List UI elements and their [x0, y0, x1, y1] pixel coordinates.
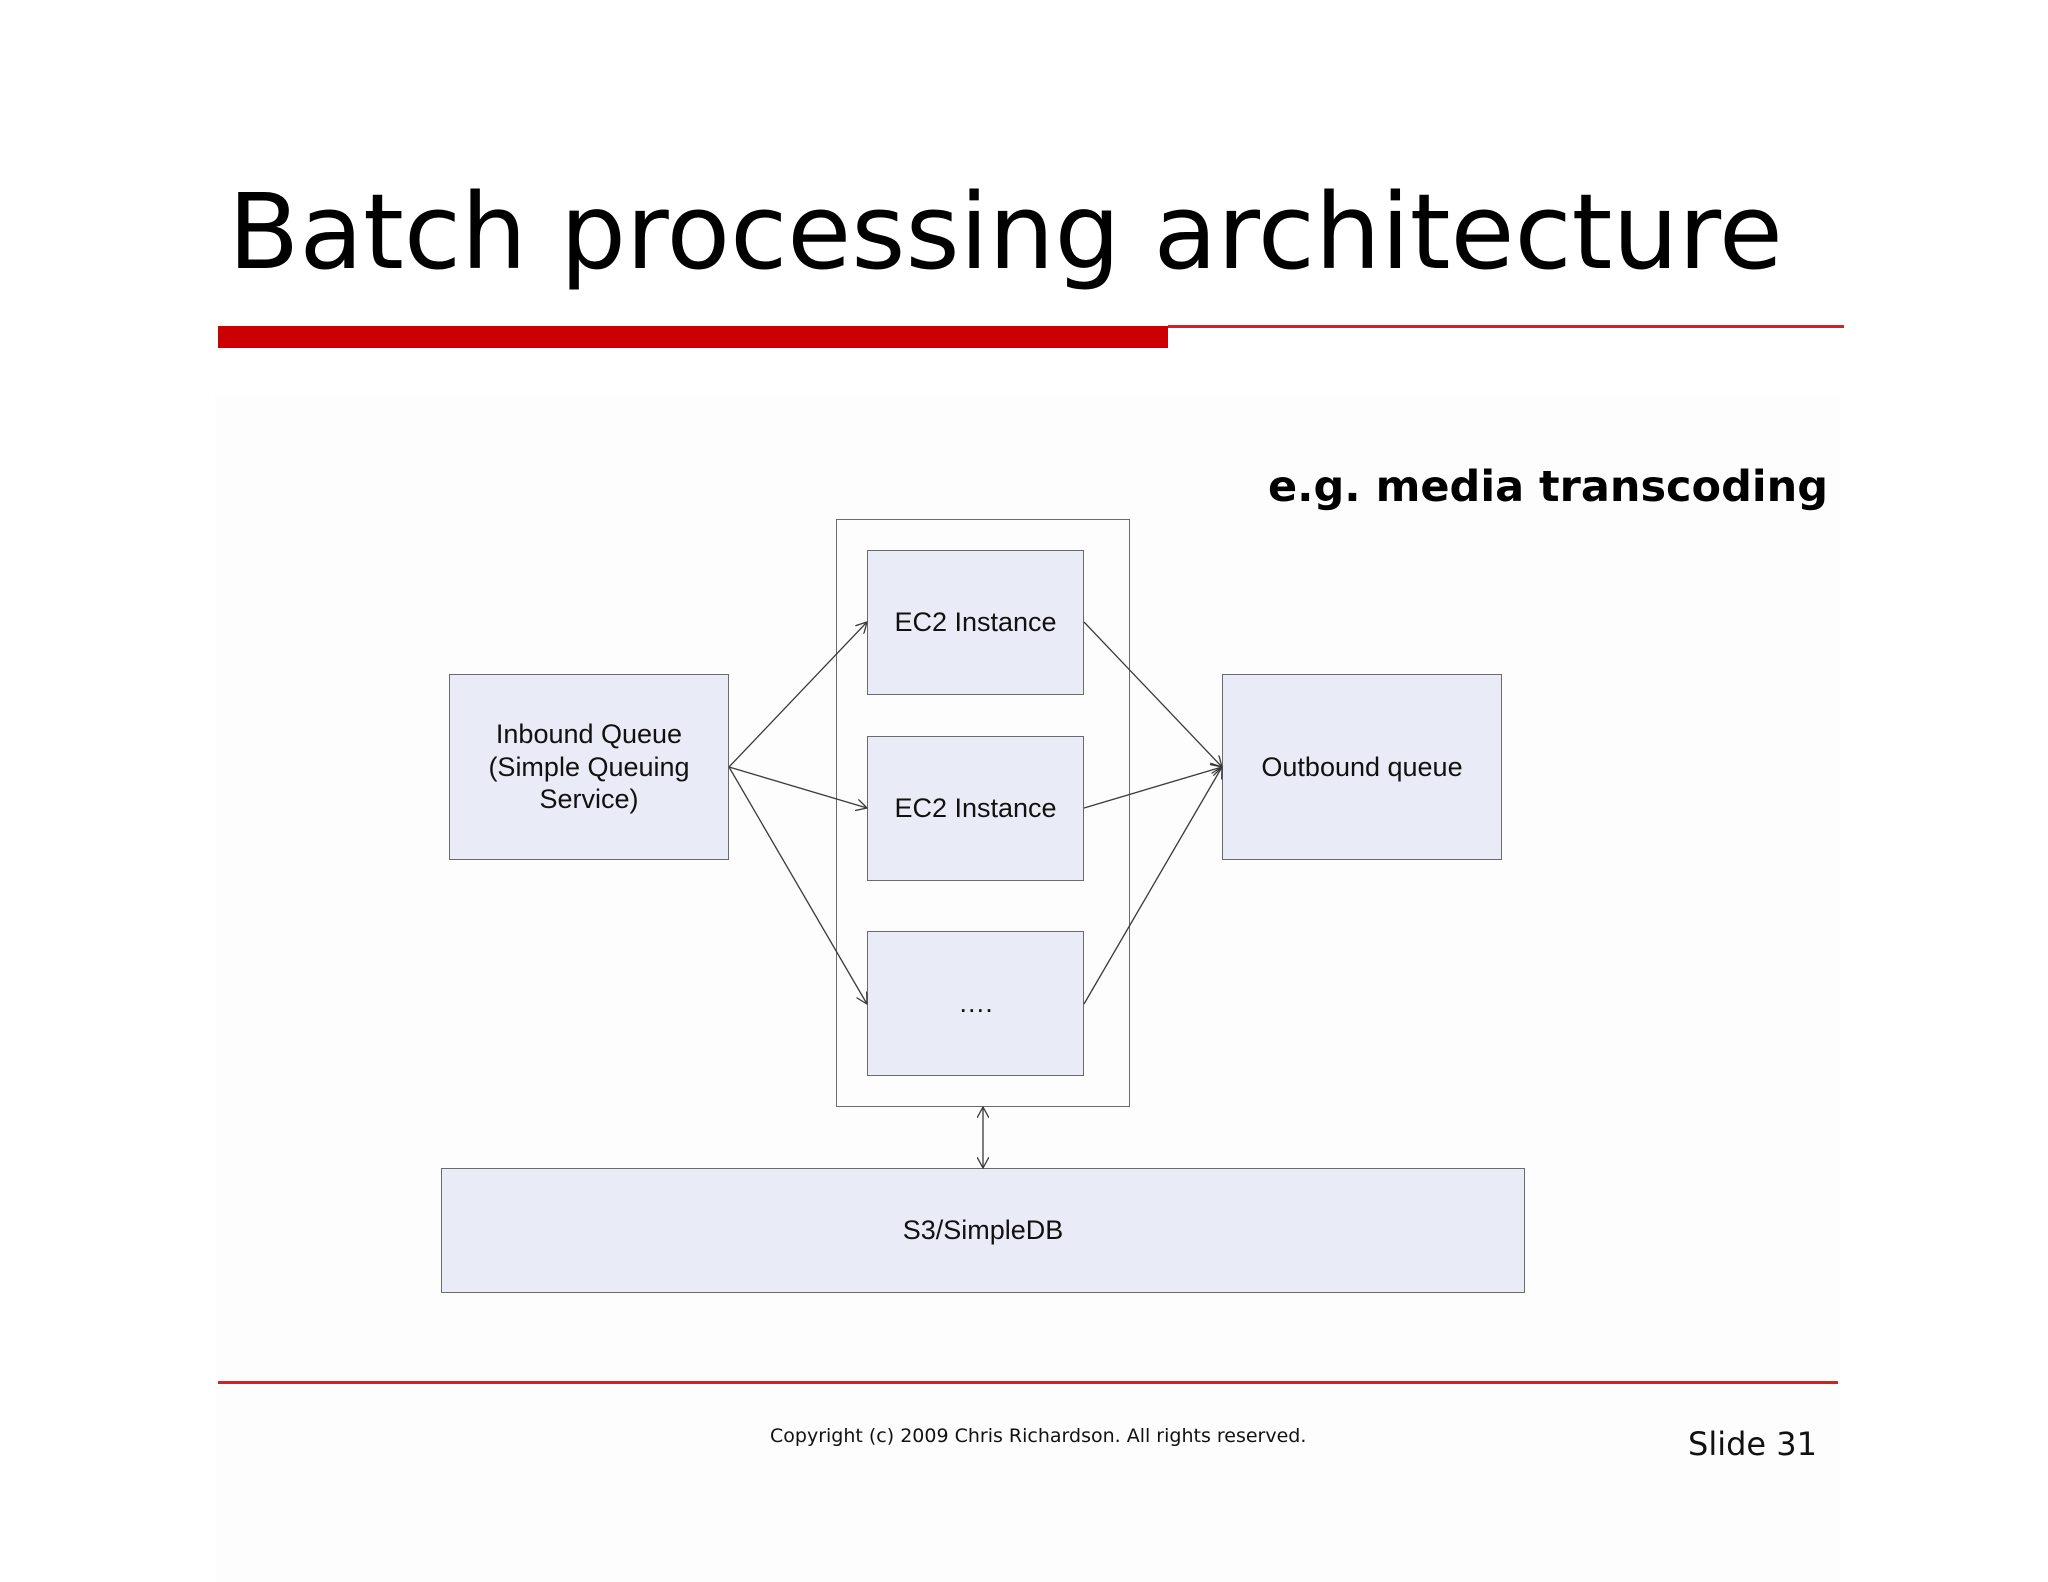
edge-ec2-1-to-outbound	[1083, 621, 1222, 767]
edge-ec2-more-to-outbound	[1083, 767, 1222, 1005]
title-accent-bar	[218, 326, 1168, 348]
footer-rule	[218, 1381, 1838, 1384]
edge-ec2-2-to-outbound	[1083, 767, 1222, 809]
title-underline	[1168, 325, 1844, 328]
slide-subtitle: e.g. media transcoding	[1268, 462, 1828, 512]
ec2-instance-node-2: EC2 Instance	[867, 736, 1084, 881]
edge-inbound-to-ec2-1	[728, 622, 867, 768]
outbound-queue-label: Outbound queue	[1261, 751, 1463, 782]
ec2-instance-label-1: EC2 Instance	[894, 607, 1057, 638]
edge-inbound-to-ec2-more	[728, 766, 867, 1004]
outbound-queue-node: Outbound queue	[1222, 674, 1502, 860]
slide-title: Batch processing architecture	[228, 171, 1783, 293]
inbound-queue-node: Inbound Queue (Simple Queuing Service)	[449, 674, 729, 860]
copyright-text: Copyright (c) 2009 Chris Richardson. All…	[770, 1425, 1307, 1447]
ec2-more-label: ….	[958, 988, 993, 1019]
slide-number: Slide 31	[1688, 1425, 1817, 1463]
edge-inbound-to-ec2-2	[728, 766, 867, 808]
storage-label: S3/SimpleDB	[902, 1215, 1064, 1246]
ec2-instance-node-1: EC2 Instance	[867, 550, 1084, 695]
inbound-queue-label: Inbound Queue (Simple Queuing Service)	[488, 718, 690, 815]
ec2-instance-label-2: EC2 Instance	[894, 793, 1057, 824]
